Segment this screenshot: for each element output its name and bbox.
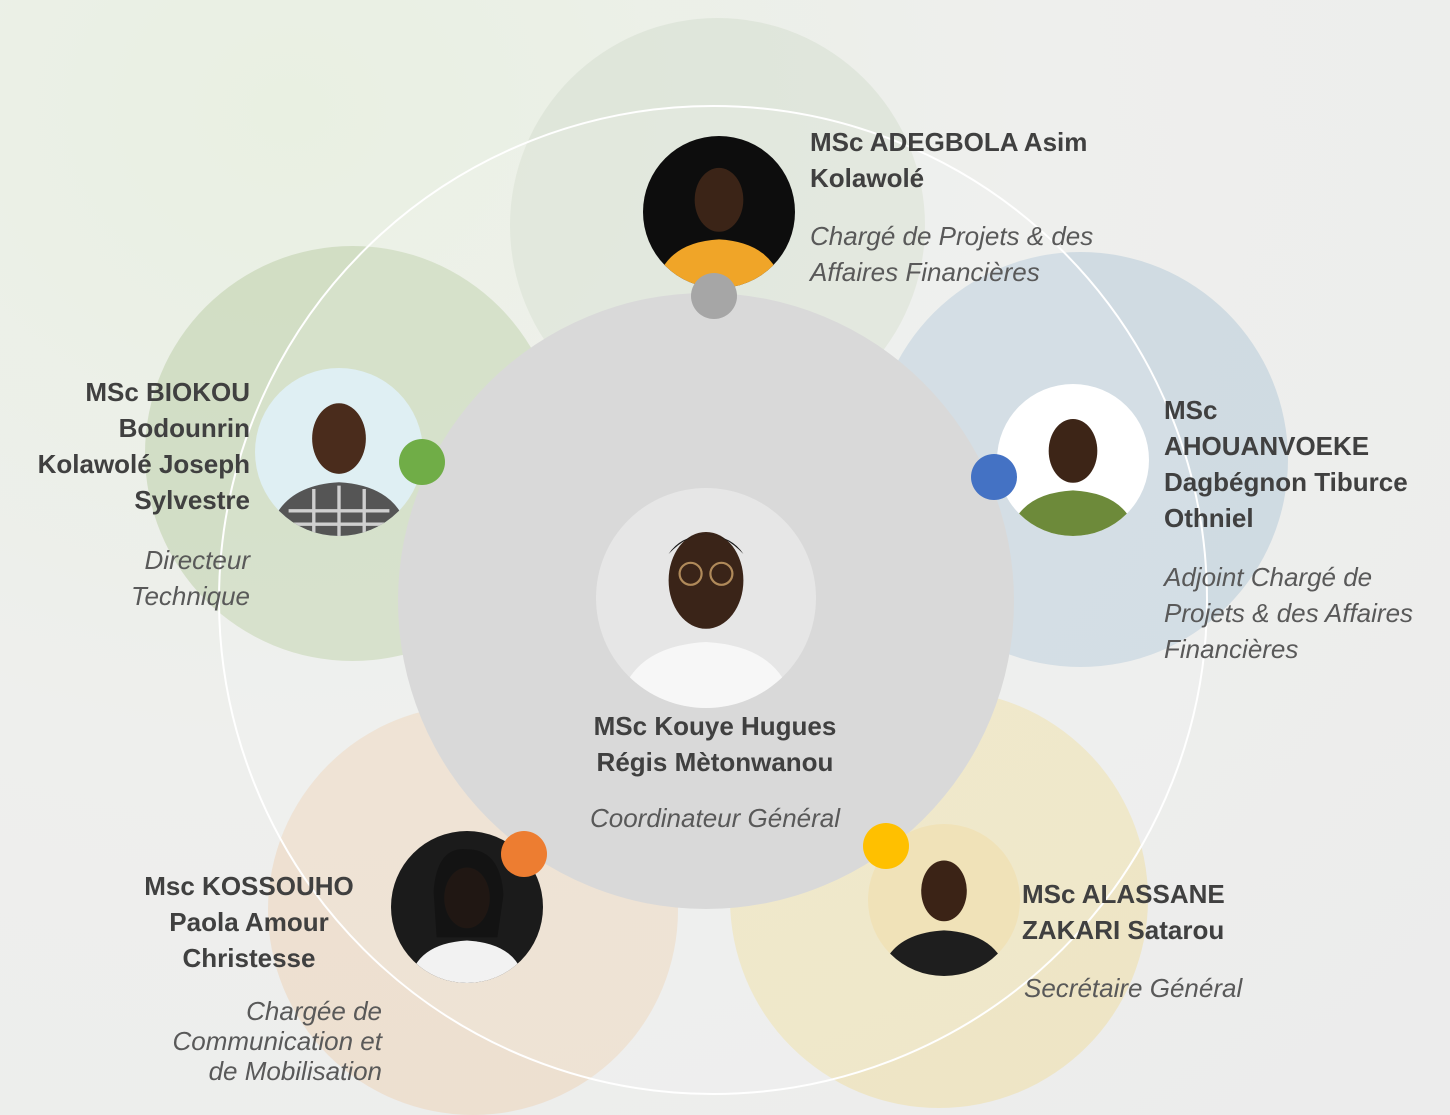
top-accent-dot xyxy=(691,273,737,319)
bottom-left-member-role: Chargée de Communication et de Mobilisat… xyxy=(172,996,382,1086)
coordinator-photo xyxy=(596,488,816,708)
top-member-role: Chargé de Projets & des Affaires Financi… xyxy=(810,221,1094,287)
left-member-name: MSc BIOKOU Bodounrin Kolawolé Joseph Syl… xyxy=(37,377,250,515)
bottom-left-accent-dot xyxy=(501,831,547,877)
left-member-role: Directeur Technique xyxy=(130,545,250,611)
left-accent-dot xyxy=(399,439,445,485)
left-member-photo xyxy=(255,368,423,536)
right-member-photo xyxy=(997,384,1149,536)
top-member-name: MSc ADEGBOLA Asim Kolawolé xyxy=(810,127,1088,193)
right-member-role: Adjoint Chargé de Projets & des Affaires… xyxy=(1164,562,1414,664)
right-accent-dot xyxy=(971,454,1017,500)
bottom-right-member-role: Secrétaire Général xyxy=(1024,973,1243,1003)
coordinator-name: MSc Kouye Hugues Régis Mètonwanou xyxy=(593,711,837,777)
bottom-left-member-name: Msc KOSSOUHO Paola Amour Christesse xyxy=(144,871,354,973)
right-member-name: MSc AHOUANVOEKE Dagbégnon Tiburce Othnie… xyxy=(1164,395,1408,533)
bottom-right-member-name: MSc ALASSANE ZAKARI Satarou xyxy=(1022,879,1225,945)
coordinator-role: Coordinateur Général xyxy=(589,803,841,833)
top-member-photo xyxy=(643,136,795,288)
bottom-right-accent-dot xyxy=(863,823,909,869)
